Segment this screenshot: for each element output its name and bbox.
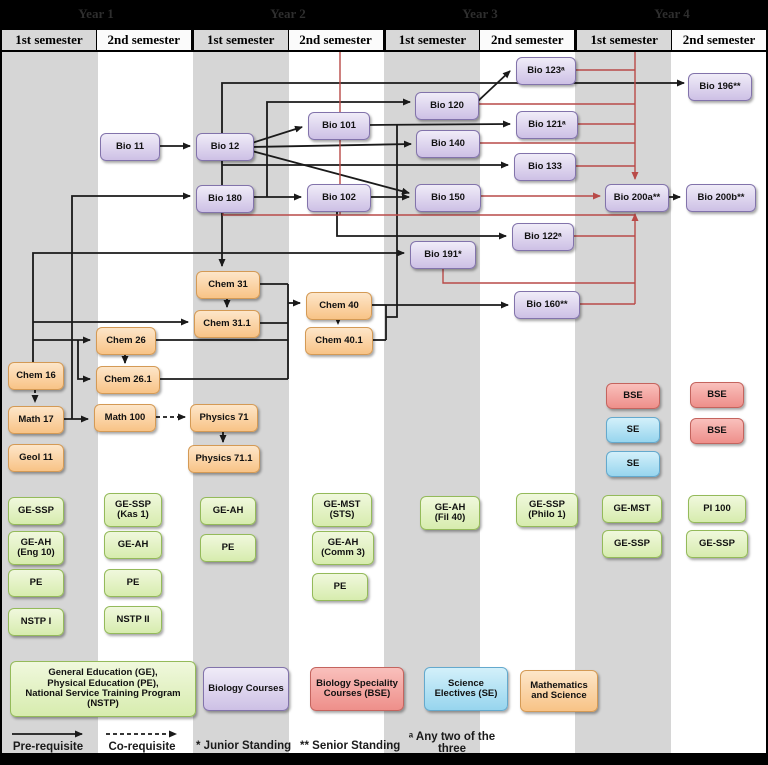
course-box-pe-y1b: PE — [104, 569, 162, 597]
course-box-chem-40-1: Chem 40.1 — [305, 327, 373, 355]
course-box-chem-26-1: Chem 26.1 — [96, 366, 160, 394]
course-box-geol-11: Geol 11 — [8, 444, 64, 472]
course-box-bio-200a: Bio 200a** — [605, 184, 669, 212]
legend-biology: Biology Courses — [203, 667, 289, 711]
course-box-ge-ssp-y4b: GE-SSP — [686, 530, 748, 558]
course-box-nstp-2: NSTP II — [104, 606, 162, 634]
course-box-bio-200b: Bio 200b** — [686, 184, 756, 212]
course-box-bio-140: Bio 140 — [416, 130, 480, 158]
course-box-pi-100: PI 100 — [688, 495, 746, 523]
legend-corequisite-label: Co-requisite — [108, 741, 176, 753]
year-band: Year 1 Year 2 Year 3 Year 4 — [0, 0, 768, 28]
course-box-bio-122: Bio 122ᵃ — [512, 223, 574, 251]
bottom-border-band — [0, 753, 768, 765]
course-box-pe-y2a: PE — [200, 534, 256, 562]
semester-header-row: 1st semester 2nd semester 1st semester 2… — [2, 28, 766, 52]
course-box-chem-16: Chem 16 — [8, 362, 64, 390]
course-box-bio-133: Bio 133 — [514, 153, 576, 181]
course-box-chem-26: Chem 26 — [96, 327, 156, 355]
course-box-bio-150: Bio 150 — [415, 184, 481, 212]
course-box-chem-31-1: Chem 31.1 — [194, 310, 260, 338]
semester-header: 2nd semester — [480, 30, 578, 50]
course-box-bio-11: Bio 11 — [100, 133, 160, 161]
course-box-bio-191: Bio 191* — [410, 241, 476, 269]
course-box-math-100: Math 100 — [94, 404, 156, 432]
semester-header: 2nd semester — [288, 30, 386, 50]
course-box-ge-mst-y4: GE-MST — [602, 495, 662, 523]
course-box-bse-y4b: BSE — [690, 382, 744, 408]
legend-math-science: Mathematics and Science — [520, 670, 598, 712]
legend-se: Science Electives (SE) — [424, 667, 508, 711]
legend-bse: Biology Speciality Courses (BSE) — [310, 667, 404, 711]
semester-header: 1st semester — [2, 30, 97, 50]
course-box-bio-102: Bio 102 — [307, 184, 371, 212]
course-box-ge-ah-eng10: GE-AH (Eng 10) — [8, 531, 64, 565]
course-box-bio-160: Bio 160** — [514, 291, 580, 319]
course-box-nstp-1: NSTP I — [8, 608, 64, 636]
course-box-pe-y2b: PE — [312, 573, 368, 601]
legend-ge: General Education (GE), Physical Educati… — [10, 661, 196, 717]
course-box-bio-180: Bio 180 — [196, 185, 254, 213]
course-box-bio-101: Bio 101 — [308, 112, 370, 140]
legend-junior-standing-note: * Junior Standing — [196, 740, 292, 752]
legend-any-two-note: ᵃ Any two of the three — [408, 731, 496, 755]
course-box-ge-ah-y2a: GE-AH — [200, 497, 256, 525]
course-box-ge-ssp-y4a: GE-SSP — [602, 530, 662, 558]
semester-header: 1st semester — [385, 30, 481, 50]
course-box-physics-71: Physics 71 — [190, 404, 258, 432]
semester-header: 1st semester — [193, 30, 289, 50]
semester-header: 1st semester — [577, 30, 673, 50]
course-box-bio-12: Bio 12 — [196, 133, 254, 161]
course-box-bse-y4c: BSE — [690, 418, 744, 444]
course-box-bse-y4a: BSE — [606, 383, 660, 409]
course-box-ge-ah-fil40: GE-AH (Fil 40) — [420, 496, 480, 530]
course-box-math-17: Math 17 — [8, 406, 64, 434]
semester-header: 2nd semester — [96, 30, 194, 50]
course-box-bio-120: Bio 120 — [415, 92, 479, 120]
course-box-bio-123: Bio 123ᵃ — [516, 57, 576, 85]
course-box-bio-196: Bio 196** — [688, 73, 752, 101]
course-box-ge-ssp-kas1: GE-SSP (Kas 1) — [104, 493, 162, 527]
legend-senior-standing-note: ** Senior Standing — [300, 740, 401, 752]
course-box-ge-ssp-philo1: GE-SSP (Philo 1) — [516, 493, 578, 527]
course-box-se-y4a: SE — [606, 417, 660, 443]
year-1-label: Year 1 — [78, 6, 114, 21]
year-4-label: Year 4 — [654, 6, 690, 21]
course-box-ge-mst-sts: GE-MST (STS) — [312, 493, 372, 527]
year-2-label: Year 2 — [270, 6, 306, 21]
course-box-physics-71-1: Physics 71.1 — [188, 445, 260, 473]
course-box-pe-y1a: PE — [8, 569, 64, 597]
course-box-chem-31: Chem 31 — [196, 271, 260, 299]
course-box-ge-ah-y1b: GE-AH — [104, 531, 162, 559]
course-box-bio-121: Bio 121ᵃ — [516, 111, 578, 139]
legend-prerequisite-label: Pre-requisite — [12, 741, 84, 753]
course-box-se-y4b: SE — [606, 451, 660, 477]
course-box-ge-ah-comm3: GE-AH (Comm 3) — [312, 531, 374, 565]
course-box-ge-ssp-y1a: GE-SSP — [8, 497, 64, 525]
semester-header: 2nd semester — [672, 30, 766, 50]
course-box-chem-40: Chem 40 — [306, 292, 372, 320]
year-3-label: Year 3 — [462, 6, 498, 21]
